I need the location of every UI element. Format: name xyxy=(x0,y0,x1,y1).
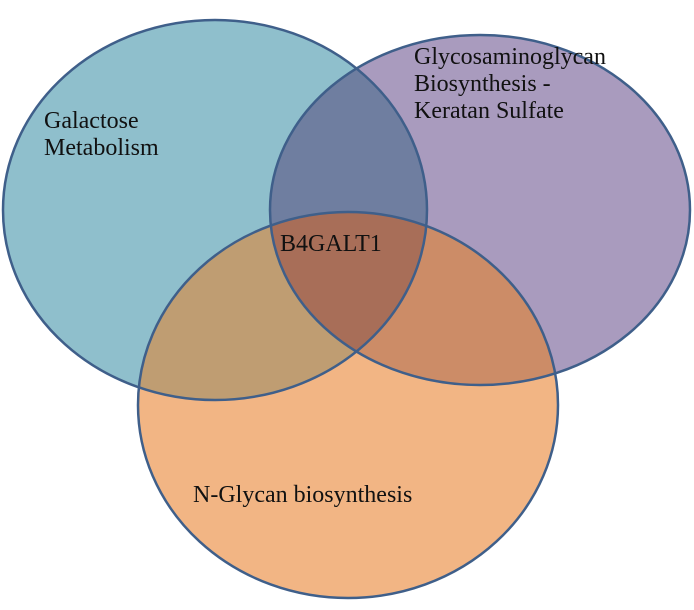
galactose-outline xyxy=(1,18,429,402)
gag-biosynthesis-label: Glycosaminoglycan Biosynthesis - Keratan… xyxy=(414,44,606,124)
galactose-nglycan-overlap xyxy=(138,212,427,400)
galactose-metabolism-label: Galactose Metabolism xyxy=(44,108,159,161)
n-glycan-biosynthesis-label: N-Glycan biosynthesis xyxy=(193,482,413,508)
n-glycan-outline xyxy=(136,210,560,600)
gag-nglycan-overlap xyxy=(270,212,558,385)
intersection-gene-label: B4GALT1 xyxy=(280,231,382,257)
gag-outline xyxy=(268,33,692,387)
venn-outlines xyxy=(1,18,692,600)
venn-fills xyxy=(3,20,690,598)
